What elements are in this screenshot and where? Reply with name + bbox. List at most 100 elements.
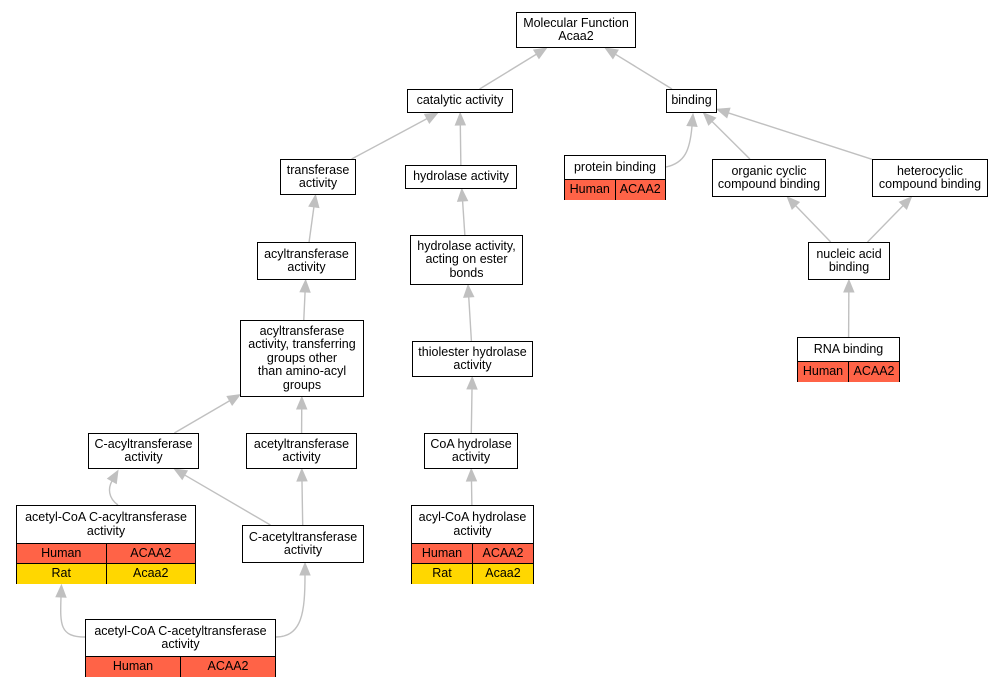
edge-protein-binding-to-binding [665,125,693,168]
edge-acetyl-coa-c-acetyltransferase-activity-to-acetyl-coa-c-acyltransferase-activity [60,596,86,638]
arrowhead-icon [463,283,475,298]
species-cell: Human [565,179,615,200]
edge-c-acetyltransferase-activity-to-acetyltransferase-activity [301,480,304,526]
go-term-label: acyl-CoA hydrolase activity [418,510,527,538]
go-term-transferase-activity[interactable]: transferase activity [280,159,356,195]
go-term-catalytic-activity[interactable]: catalytic activity [407,89,513,113]
species-cell: Human [412,543,473,564]
go-term-binding[interactable]: binding [666,89,717,113]
arrowhead-icon [702,112,717,126]
go-term-label: Molecular Function Acaa2 [523,15,629,43]
go-term-molecular-function[interactable]: Molecular Function Acaa2 [516,12,636,48]
go-term-label: thiolester hydrolase activity [418,344,527,372]
edge-c-acyltransferase-activity-to-acyltransferase-non-amino-acyl [173,400,230,434]
go-term-label: CoA hydrolase activity [430,436,512,464]
arrowhead-icon [308,193,320,209]
edge-nucleic-acid-binding-to-heterocyclic-compound-binding [867,205,904,243]
arrowhead-icon [466,375,478,390]
species-cell: Rat [412,563,473,584]
edge-coa-hydrolase-activity-to-thiolester-hydrolase-activity [470,388,473,434]
edge-hydrolase-activity-ester-to-hydrolase-activity [461,200,466,236]
go-term-acetyltransferase-activity[interactable]: acetyltransferase activity [246,433,357,469]
gene-cell: Acaa2 [105,563,195,584]
edge-nucleic-acid-binding-to-organic-cyclic-compound-binding [795,205,832,243]
go-term-label: transferase activity [286,162,350,190]
arrowhead-icon [715,107,731,119]
arrowhead-icon [456,187,469,202]
arrowhead-icon [55,583,67,598]
species-cell: Human [798,361,849,382]
go-term-label: nucleic acid binding [816,246,882,274]
arrowhead-icon [465,467,478,482]
go-term-hydrolase-activity-ester[interactable]: hydrolase activity, acting on ester bond… [410,235,523,285]
arrowhead-icon [295,395,308,410]
go-term-label: binding [671,93,712,108]
edge-transferase-activity-to-catalytic-activity [351,118,428,160]
arrowhead-icon [423,112,439,124]
gene-cell: Acaa2 [472,563,533,584]
go-term-organic-cyclic-compound-binding[interactable]: organic cyclic compound binding [712,159,826,197]
go-term-nucleic-acid-binding[interactable]: nucleic acid binding [808,242,890,280]
edge-binding-to-molecular-function [615,53,673,90]
edge-organic-cyclic-compound-binding-to-binding [711,120,751,160]
go-term-label: catalytic activity [416,93,504,108]
arrowhead-icon [786,196,801,210]
go-term-c-acetyltransferase-activity[interactable]: C-acetyltransferase activity [242,525,364,563]
go-term-coa-hydrolase-activity[interactable]: CoA hydrolase activity [424,433,518,469]
edge-acyltransferase-non-amino-acyl-to-acyltransferase-activity [303,291,306,321]
go-term-label: RNA binding [813,341,884,356]
species-cell: Human [17,543,106,564]
gene-cell: ACAA2 [472,543,533,564]
edge-acyltransferase-activity-to-transferase-activity [308,206,315,243]
edge-acetyl-coa-c-acetyltransferase-activity-to-c-acetyltransferase-activity [275,574,306,638]
go-term-label: acetyltransferase activity [253,436,350,464]
edge-thiolester-hydrolase-activity-to-hydrolase-activity-ester [468,296,473,342]
gene-cell: ACAA2 [105,543,195,564]
arrowhead-icon [173,468,189,481]
arrowhead-icon [604,47,619,60]
go-term-label: C-acyltransferase activity [94,436,193,464]
species-cell: Rat [17,563,106,584]
arrowhead-icon [106,469,119,485]
gene-cell: ACAA2 [180,656,275,677]
arrowhead-icon [296,467,308,482]
arrowhead-icon [226,394,242,406]
gene-cell: ACAA2 [848,361,899,382]
edge-catalytic-activity-to-molecular-function [479,53,537,90]
go-term-label: hydrolase activity, acting on ester bond… [417,238,516,280]
arrowhead-icon [532,47,548,60]
go-term-c-acyltransferase-activity[interactable]: C-acyltransferase activity [88,433,199,469]
edge-acetyl-coa-c-acyltransferase-activity-to-c-acyltransferase-activity [108,480,119,506]
go-term-acyltransferase-activity[interactable]: acyltransferase activity [257,242,356,280]
go-term-thiolester-hydrolase-activity[interactable]: thiolester hydrolase activity [412,341,533,377]
go-term-acyltransferase-non-amino-acyl[interactable]: acyltransferase activity, transferring g… [240,320,364,397]
go-term-label: acetyl-CoA C-acyltransferase activity [25,510,187,538]
go-term-label: hydrolase activity [413,169,509,184]
go-term-hydrolase-activity[interactable]: hydrolase activity [405,165,517,189]
go-term-label: organic cyclic compound binding [717,163,821,191]
arrowhead-icon [454,111,467,126]
go-term-label: acyltransferase activity, transferring g… [248,323,356,392]
go-term-label: acyltransferase activity [264,246,349,274]
go-term-heterocyclic-compound-binding[interactable]: heterocyclic compound binding [872,159,988,197]
go-term-label: protein binding [573,159,656,174]
gene-cell: ACAA2 [614,179,665,200]
